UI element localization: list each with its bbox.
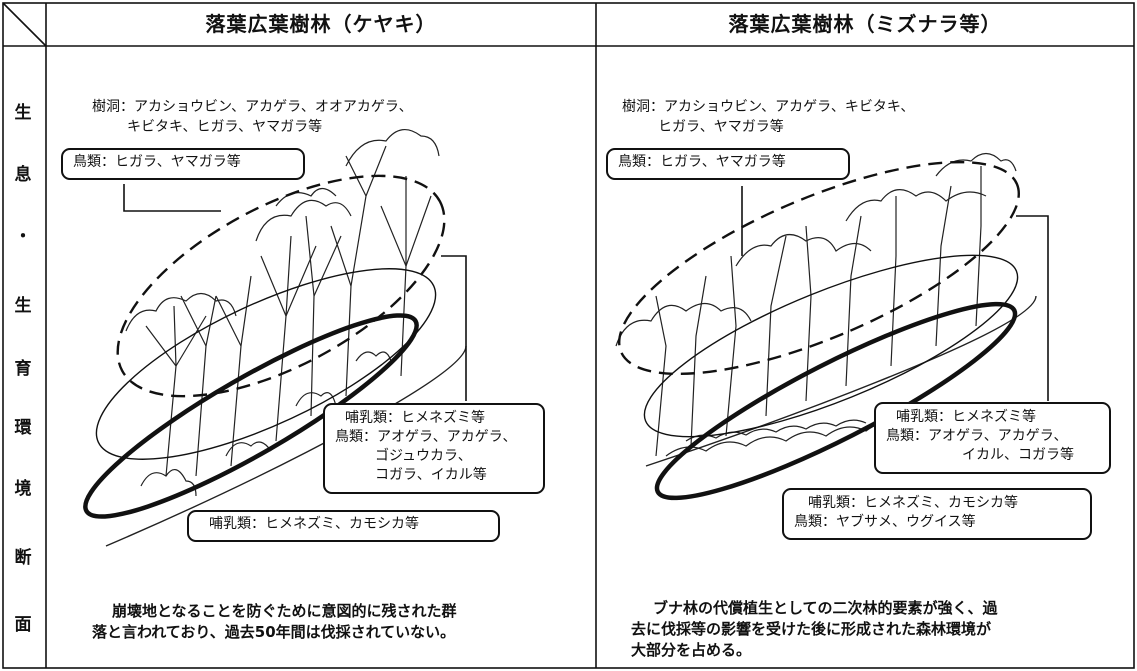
side-label-char: 境 xyxy=(14,479,32,499)
right-forest-illustration xyxy=(615,152,1049,501)
right-ground-fauna-box: 哺乳類：ヒメネズミ、カモシカ等 鳥類：ヤブサメ、ウグイス等 xyxy=(782,488,1092,540)
left-forest-illustration xyxy=(83,129,467,547)
box-line: 鳥類：ヒガラ、ヤマガラ等 xyxy=(618,154,786,170)
box-line: 哺乳類：ヒメネズミ、カモシカ等 xyxy=(209,516,419,532)
right-canopy-birds-box: 鳥類：ヒガラ、ヤマガラ等 xyxy=(606,148,850,180)
side-label-char: ・ xyxy=(14,227,32,247)
box-line: 鳥類：ヤブサメ、ウグイス等 xyxy=(794,514,976,530)
side-label-char: 生 xyxy=(14,296,32,316)
box-line: 哺乳類：ヒメネズミ等 xyxy=(345,410,485,426)
right-cavity-birds-line1: 樹洞：アカショウビン、アカゲラ、キビタキ、 xyxy=(622,99,915,115)
caption-line: 崩壊地となることを防ぐために意図的に残された群 xyxy=(112,602,457,620)
side-label-char: 育 xyxy=(14,359,32,379)
box-line: 鳥類：アオゲラ、アカゲラ、 xyxy=(886,428,1068,444)
box-line: 鳥類：ヒガラ、ヤマガラ等 xyxy=(73,154,241,170)
caption-line: 大部分を占める。 xyxy=(631,641,752,659)
box-line: コガラ、イカル等 xyxy=(375,467,487,483)
box-line: 鳥類：アオゲラ、アカゲラ、 xyxy=(335,429,517,445)
left-ground-fauna-box: 哺乳類：ヒメネズミ、カモシカ等 xyxy=(187,510,500,542)
caption-line: ブナ林の代償植生としての二次林的要素が強く、過 xyxy=(653,599,998,617)
side-label-char: 息 xyxy=(14,165,32,185)
box-line: 哺乳類：ヒメネズミ等 xyxy=(896,409,1036,425)
corner-diagonal xyxy=(2,2,47,47)
side-label-char: 面 xyxy=(14,615,32,635)
box-line: 哺乳類：ヒメネズミ、カモシカ等 xyxy=(808,495,1018,511)
left-cavity-birds-line1: 樹洞：アカショウビン、アカゲラ、オオアカゲラ、 xyxy=(92,99,413,115)
caption-line: 落と言われており、過去50年間は伐採されていない。 xyxy=(92,623,456,641)
side-label-char: 断 xyxy=(14,548,32,568)
caption-line: 去に伐採等の影響を受けた後に形成された森林環境が xyxy=(631,620,992,638)
side-label-char: 環 xyxy=(14,418,32,438)
left-cavity-birds-line2: キビタキ、ヒガラ、ヤマガラ等 xyxy=(127,119,323,135)
right-caption: ブナ林の代償植生としての二次林的要素が強く、過 去に伐採等の影響を受けた後に形成… xyxy=(631,598,998,661)
header-left: 落葉広葉樹林（ケヤキ） xyxy=(205,11,437,36)
box-line: イカル、コガラ等 xyxy=(962,447,1074,463)
left-caption: 崩壊地となることを防ぐために意図的に残された群 落と言われており、過去50年間は… xyxy=(92,601,457,643)
left-midstory-fauna-box: 哺乳類：ヒメネズミ等 鳥類：アオゲラ、アカゲラ、 ゴジュウカラ、 コガラ、イカル… xyxy=(323,403,545,494)
side-label-char: 生 xyxy=(14,103,32,123)
left-canopy-birds-box: 鳥類：ヒガラ、ヤマガラ等 xyxy=(61,148,305,180)
right-midstory-fauna-box: 哺乳類：ヒメネズミ等 鳥類：アオゲラ、アカゲラ、 イカル、コガラ等 xyxy=(874,402,1111,474)
box-line: ゴジュウカラ、 xyxy=(375,448,472,464)
header-right: 落葉広葉樹林（ミズナラ等） xyxy=(728,11,1002,36)
right-cavity-birds-line2: ヒガラ、ヤマガラ等 xyxy=(658,119,784,135)
